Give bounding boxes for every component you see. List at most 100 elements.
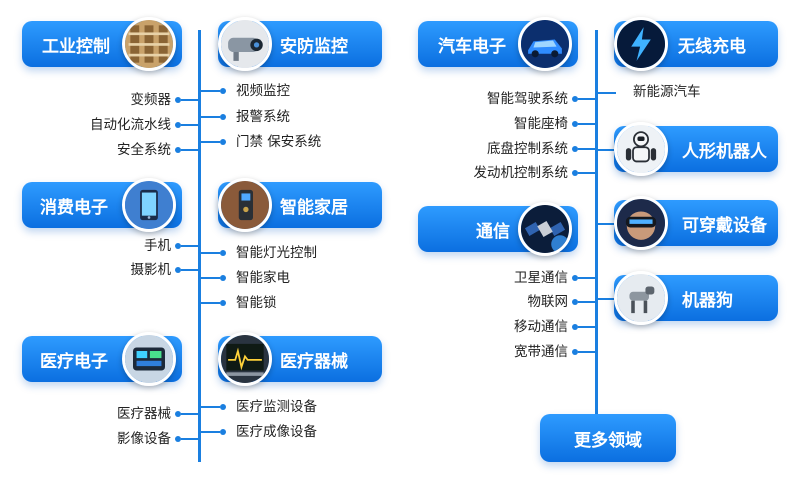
humanoid-robot-icon <box>614 122 668 176</box>
satellite-icon <box>518 202 572 256</box>
list-item: 宽带通信 <box>514 344 568 360</box>
connector-line <box>181 438 198 440</box>
category-industrial-control[interactable]: 工业控制 <box>22 17 182 71</box>
list-item: 手机 <box>144 238 171 254</box>
category-title: 人形机器人 <box>682 141 767 162</box>
right-trunk-line <box>595 30 598 416</box>
connector-line <box>578 301 595 303</box>
bullet-dot <box>572 121 578 127</box>
list-item: 物联网 <box>527 294 569 310</box>
bullet-dot <box>572 349 578 355</box>
connector-line <box>181 245 198 247</box>
category-robot-dog[interactable]: 机器狗 <box>614 271 778 325</box>
connector-line <box>578 172 595 174</box>
category-smart-home[interactable]: 智能家居 <box>218 178 382 232</box>
connector-line <box>578 277 595 279</box>
category-consumer-electronics[interactable]: 消费电子 <box>22 178 182 232</box>
lightning-icon <box>614 17 668 71</box>
more-fields-button[interactable]: 更多领域 <box>540 414 676 462</box>
connector-line <box>578 351 595 353</box>
list-item: 门禁 保安系统 <box>236 134 322 150</box>
category-wireless-charging[interactable]: 无线充电 <box>614 17 778 71</box>
category-title: 无线充电 <box>678 36 746 57</box>
list-item: 安全系统 <box>117 142 171 158</box>
list-item: 发动机控制系统 <box>473 165 569 181</box>
category-title: 可穿戴设备 <box>682 215 767 236</box>
bullet-dot <box>572 299 578 305</box>
connector-line <box>578 148 595 150</box>
connector-line <box>201 252 220 254</box>
connector-line <box>181 99 198 101</box>
warehouse-icon <box>122 17 176 71</box>
bullet-dot <box>175 97 181 103</box>
list-item: 智能驾驶系统 <box>487 91 568 107</box>
connector-line <box>201 141 220 143</box>
category-title: 机器狗 <box>682 290 733 311</box>
list-item: 移动通信 <box>514 319 568 335</box>
category-title: 汽车电子 <box>438 36 506 57</box>
bullet-dot <box>220 404 226 410</box>
connector-line <box>578 123 595 125</box>
list-item: 视频监控 <box>236 83 290 99</box>
medical-monitor-icon <box>122 332 176 386</box>
bullet-dot <box>220 139 226 145</box>
connector-line <box>598 149 618 151</box>
connector-line <box>181 269 198 271</box>
list-item: 智能灯光控制 <box>236 245 317 261</box>
connector-line <box>201 277 220 279</box>
category-telecom[interactable]: 通信 <box>418 202 578 256</box>
category-humanoid-robot[interactable]: 人形机器人 <box>614 122 778 176</box>
bullet-dot <box>175 411 181 417</box>
connector-line <box>598 92 616 94</box>
category-medical-electronics[interactable]: 医疗电子 <box>22 332 182 386</box>
category-automotive-electronics[interactable]: 汽车电子 <box>418 17 578 71</box>
list-item: 智能家电 <box>236 270 290 286</box>
bullet-dot <box>220 114 226 120</box>
vr-headset-icon <box>614 196 668 250</box>
bullet-dot <box>220 250 226 256</box>
list-item: 智能锁 <box>236 295 277 311</box>
bullet-dot <box>572 96 578 102</box>
category-security-monitoring[interactable]: 安防监控 <box>218 17 382 71</box>
connector-line <box>201 431 220 433</box>
list-item: 变频器 <box>130 92 172 108</box>
connector-line <box>598 298 618 300</box>
bullet-dot <box>572 146 578 152</box>
bullet-dot <box>175 147 181 153</box>
connector-line <box>201 116 220 118</box>
bullet-dot <box>175 243 181 249</box>
list-item: 新能源汽车 <box>633 84 701 100</box>
list-item: 底盘控制系统 <box>487 141 568 157</box>
bullet-dot <box>572 275 578 281</box>
category-title: 安防监控 <box>280 36 348 57</box>
category-medical-equipment[interactable]: 医疗器械 <box>218 332 382 386</box>
smart-lock-icon <box>218 178 272 232</box>
connector-line <box>598 223 618 225</box>
connector-line <box>181 149 198 151</box>
security-camera-icon <box>218 17 272 71</box>
list-item: 医疗器械 <box>117 406 171 422</box>
bullet-dot <box>175 436 181 442</box>
connector-line <box>181 413 198 415</box>
connector-line <box>181 124 198 126</box>
car-icon <box>518 17 572 71</box>
list-item: 卫星通信 <box>514 270 568 286</box>
category-title: 医疗电子 <box>40 351 108 372</box>
list-item: 影像设备 <box>117 431 171 447</box>
bullet-dot <box>572 324 578 330</box>
more-fields-label: 更多领域 <box>574 430 642 451</box>
bullet-dot <box>220 300 226 306</box>
left-trunk-line <box>198 30 201 462</box>
list-item: 智能座椅 <box>514 116 568 132</box>
bullet-dot <box>175 122 181 128</box>
category-wearable-devices[interactable]: 可穿戴设备 <box>614 196 778 250</box>
category-title: 智能家居 <box>280 197 348 218</box>
list-item: 自动化流水线 <box>90 117 171 133</box>
connector-line <box>201 90 220 92</box>
list-item: 报警系统 <box>236 109 290 125</box>
smartphone-icon <box>122 178 176 232</box>
category-title: 消费电子 <box>40 197 108 218</box>
connector-line <box>578 98 595 100</box>
ecg-monitor-icon <box>218 332 272 386</box>
bullet-dot <box>220 275 226 281</box>
